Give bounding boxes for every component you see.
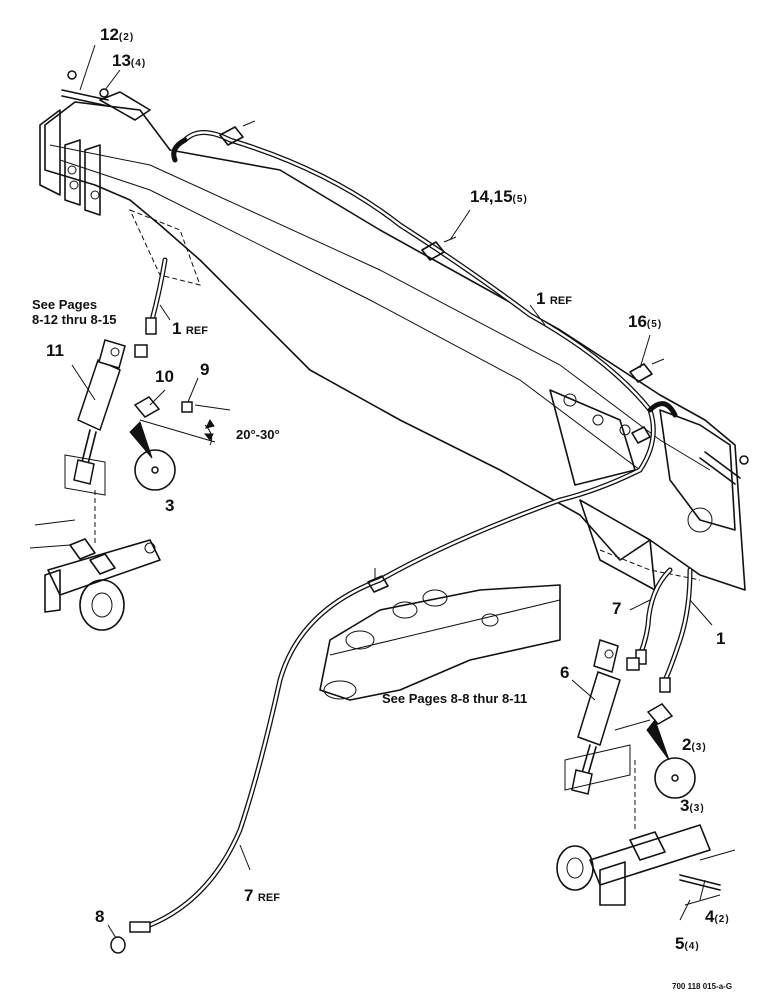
callout-3-left: 3 — [165, 497, 174, 515]
callout-1-right: 1 — [716, 630, 725, 648]
callout-7-ref-bottom: 7 REF — [244, 887, 280, 905]
callout-7-right-number: 7 — [612, 599, 622, 618]
callout-3-right-quantity: (3) — [689, 803, 705, 814]
callout-13: 13(4) — [112, 52, 146, 70]
callout-2-quantity: (3) — [691, 742, 707, 753]
callout-13-quantity: (4) — [130, 58, 147, 69]
callout-4-number: 4 — [705, 907, 715, 926]
cylinder-right — [571, 639, 674, 795]
callout-1-left-number: 1 — [172, 319, 182, 338]
callout-1-number: 1 — [536, 289, 546, 308]
callout-8: 8 — [95, 908, 104, 926]
axle-right — [556, 744, 736, 906]
callout-9: 9 — [200, 361, 209, 379]
callout-11: 11 — [46, 342, 64, 360]
restrictor-left — [129, 421, 176, 491]
callout-11-number: 11 — [46, 341, 64, 360]
callout-16-number: 16 — [628, 312, 647, 331]
callout-7-bottom-number: 7 — [244, 886, 254, 905]
callout-3-right: 3(3) — [680, 797, 705, 815]
callout-10-number: 10 — [155, 367, 174, 386]
callout-12: 12(2) — [100, 26, 134, 44]
callout-5-number: 5 — [675, 934, 685, 953]
callout-4: 4(2) — [705, 908, 730, 926]
hose-clamps — [219, 120, 665, 593]
callout-12-number: 12 — [100, 25, 119, 44]
callout-9-number: 9 — [200, 360, 210, 379]
pin-hardware-left — [61, 70, 109, 107]
callout-3-right-number: 3 — [680, 796, 690, 815]
callout-4-quantity: (2) — [714, 914, 730, 925]
restrictor-right — [614, 718, 696, 799]
see-pages-left-note: See Pages 8-12 thru 8-15 — [32, 297, 117, 328]
callout-13-number: 13 — [112, 51, 131, 70]
hose-end-fitting — [110, 921, 151, 954]
hose-right-cylinder — [635, 567, 693, 693]
pin-hardware-right — [699, 451, 749, 485]
callout-16-quantity: (5) — [646, 319, 663, 330]
frame-beam — [39, 91, 746, 701]
see-pages-left-line1: See Pages — [32, 297, 98, 312]
callout-6-number: 6 — [560, 663, 570, 682]
angle-label: 20°-30° — [236, 427, 280, 442]
callout-14-15-quantity: (5) — [512, 194, 528, 205]
callout-3-left-number: 3 — [165, 496, 175, 515]
callout-6: 6 — [560, 664, 569, 682]
callout-12-quantity: (2) — [118, 32, 135, 43]
leader-lines — [71, 44, 713, 939]
cylinder-left — [73, 339, 148, 485]
callout-1-ref-top: 1 REF — [536, 290, 572, 308]
callout-16: 16(5) — [628, 313, 662, 331]
fitting-10 — [133, 396, 231, 446]
document-id: 700 118 015-a-G — [672, 982, 733, 991]
callout-2: 2(3) — [682, 736, 707, 754]
callout-1-ref: REF — [549, 295, 572, 307]
callout-1-right-number: 1 — [716, 629, 726, 648]
hose-main — [147, 130, 678, 928]
callout-2-number: 2 — [682, 735, 692, 754]
callout-14-15-number: 14,15 — [470, 187, 513, 206]
hose-left-cylinder — [145, 257, 168, 335]
see-pages-right-note: See Pages 8-8 thur 8-11 — [382, 691, 528, 706]
axle-left — [29, 454, 161, 631]
callout-10: 10 — [155, 368, 174, 386]
callout-14-15: 14,15(5) — [470, 188, 528, 206]
callout-1-left-ref: REF — [185, 325, 208, 337]
see-pages-left-line2: 8-12 thru 8-15 — [32, 311, 117, 327]
callout-7-right: 7 — [612, 600, 621, 618]
callout-7-bottom-ref: REF — [257, 892, 280, 904]
callout-5-quantity: (4) — [684, 941, 700, 952]
callout-1-ref-left: 1 REF — [172, 320, 208, 338]
callout-5: 5(4) — [675, 935, 700, 953]
callout-8-number: 8 — [95, 907, 105, 926]
